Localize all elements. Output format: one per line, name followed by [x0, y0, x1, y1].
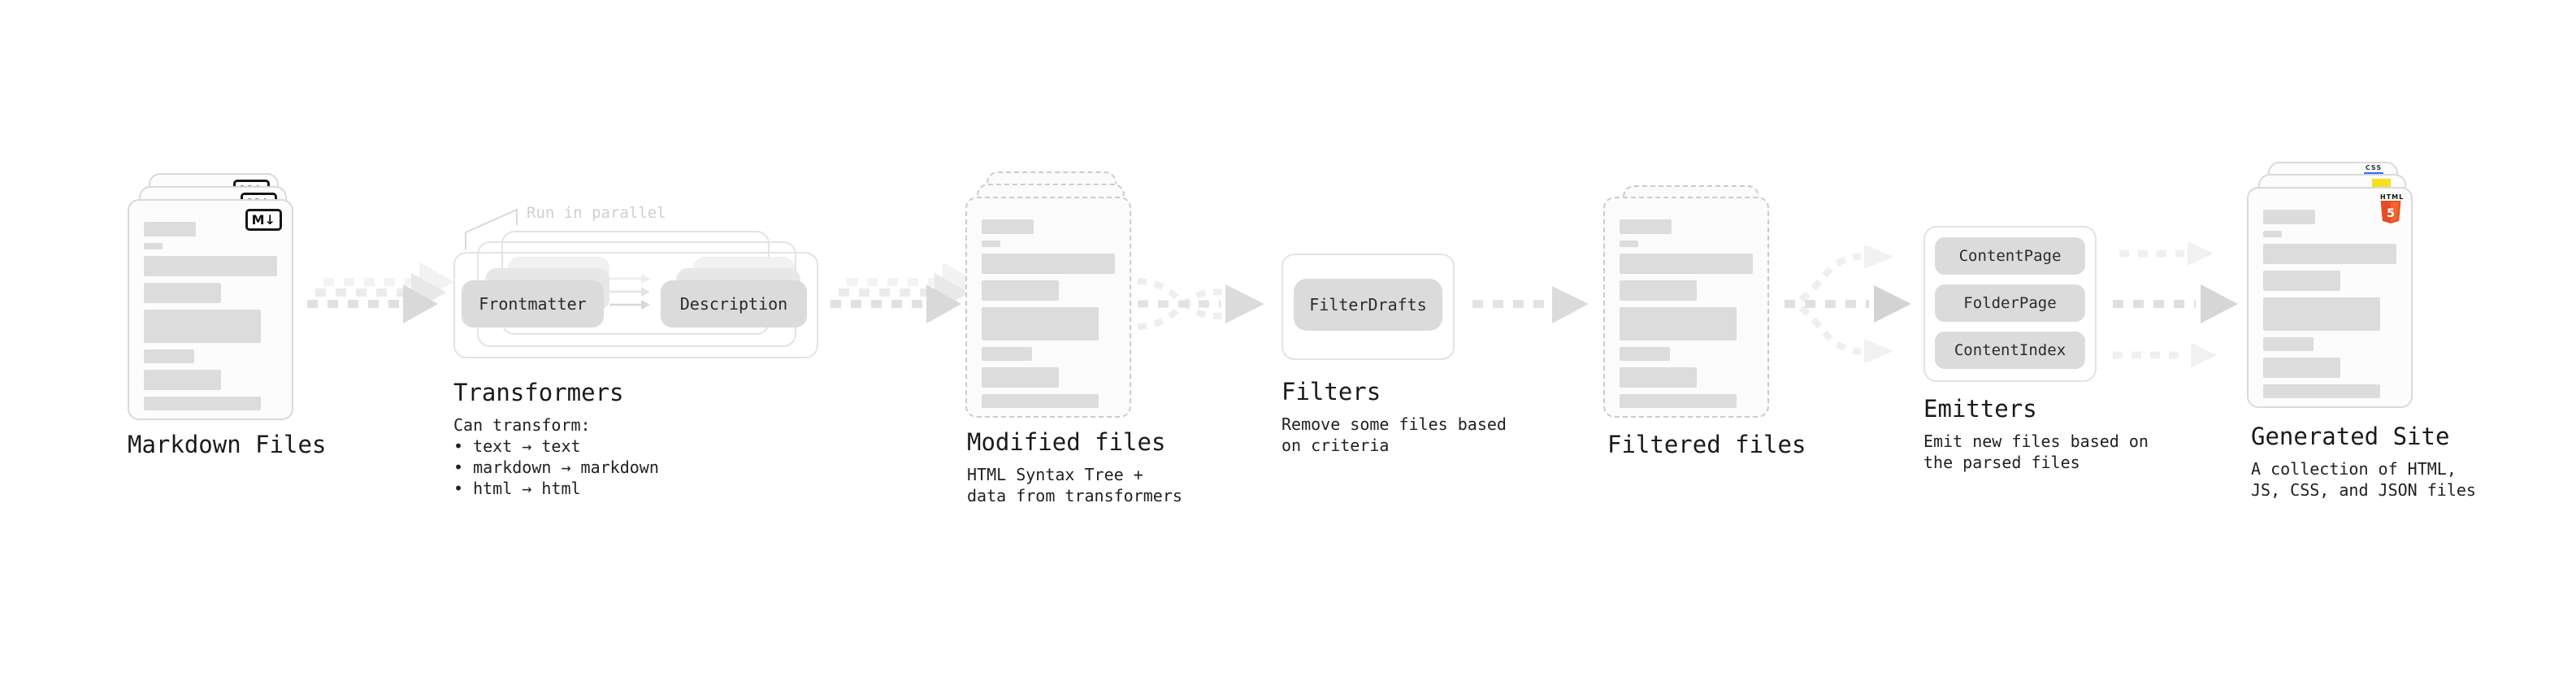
- emitters-desc-line: Emit new files based on: [1923, 432, 2149, 451]
- emitters-desc-line: the parsed files: [1923, 453, 2080, 472]
- filters-desc-line: Remove some files based: [1281, 414, 1507, 434]
- generated-site-description: A collection of HTML, JS, CSS, and JSON …: [2251, 458, 2476, 501]
- modified-files-heading: Modified files: [967, 428, 1166, 456]
- markdown-file-card: M↓: [128, 199, 293, 420]
- site-desc-line: A collection of HTML,: [2251, 459, 2457, 479]
- filtered-files-heading: Filtered files: [1607, 431, 1806, 458]
- file-content-placeholder: [1620, 219, 1753, 414]
- filters-desc-line: on criteria: [1281, 436, 1390, 455]
- run-in-parallel-note: Run in parallel: [527, 204, 666, 222]
- emitter-plugin-contentpage: ContentPage: [1935, 237, 2085, 275]
- html5-icon: HTML 5: [2380, 193, 2405, 227]
- modified-desc-line: HTML Syntax Tree +: [967, 465, 1143, 484]
- flow-arrow-markdown-to-transformers: [307, 262, 454, 323]
- emitter-plugin-folderpage: FolderPage: [1935, 284, 2085, 322]
- transformers-desc-line: • markdown → markdown: [453, 458, 659, 477]
- css-icon-label: CSS: [2365, 164, 2383, 171]
- site-desc-line: JS, CSS, and JSON files: [2251, 480, 2476, 500]
- flow-arrow-emitters-to-site: [2113, 241, 2238, 367]
- transformers-heading: Transformers: [453, 379, 624, 406]
- flow-arrow-modified-to-filters: [1137, 278, 1264, 330]
- emitters-description: Emit new files based on the parsed files: [1923, 431, 2149, 473]
- flow-arrow-transformers-to-modified: [830, 262, 978, 323]
- generated-site-heading: Generated Site: [2251, 423, 2450, 450]
- modified-files-description: HTML Syntax Tree + data from transformer…: [967, 464, 1182, 506]
- svg-text:5: 5: [2387, 207, 2395, 220]
- transformers-desc-line: • html → html: [453, 479, 581, 498]
- filtered-file-card: [1603, 197, 1769, 418]
- transformer-plugin-description: Description: [661, 280, 807, 327]
- html5-icon-label: HTML: [2380, 193, 2405, 201]
- filters-heading: Filters: [1281, 378, 1381, 406]
- html5-shield: 5: [2380, 201, 2401, 223]
- markdown-files-label: Markdown Files: [128, 431, 327, 458]
- emitter-plugin-contentindex: ContentIndex: [1935, 332, 2085, 369]
- transformers-desc-line: • text → text: [453, 436, 581, 456]
- emitters-heading: Emitters: [1923, 395, 2037, 423]
- modified-desc-line: data from transformers: [967, 486, 1182, 505]
- flow-arrow-filtered-to-emitters: [1784, 245, 1911, 363]
- modified-file-card: [965, 197, 1131, 418]
- markdown-icon: M↓: [245, 209, 282, 231]
- file-content-placeholder: [982, 219, 1115, 414]
- file-content-placeholder: [2263, 210, 2396, 405]
- filters-box: [1281, 254, 1455, 360]
- transformer-plugin-frontmatter: Frontmatter: [462, 280, 604, 327]
- transformers-description: Can transform: • text → text • markdown …: [453, 414, 659, 499]
- flow-arrow-filters-to-filtered: [1472, 286, 1589, 323]
- site-file-card-html: HTML 5: [2247, 187, 2413, 408]
- file-content-placeholder: [144, 222, 277, 417]
- js-icon: [2372, 179, 2391, 188]
- filters-description: Remove some files based on criteria: [1281, 414, 1507, 456]
- transformers-box: [453, 252, 818, 358]
- filter-plugin-filterdrafts: FilterDrafts: [1294, 279, 1442, 331]
- transformers-desc-line: Can transform:: [453, 415, 591, 435]
